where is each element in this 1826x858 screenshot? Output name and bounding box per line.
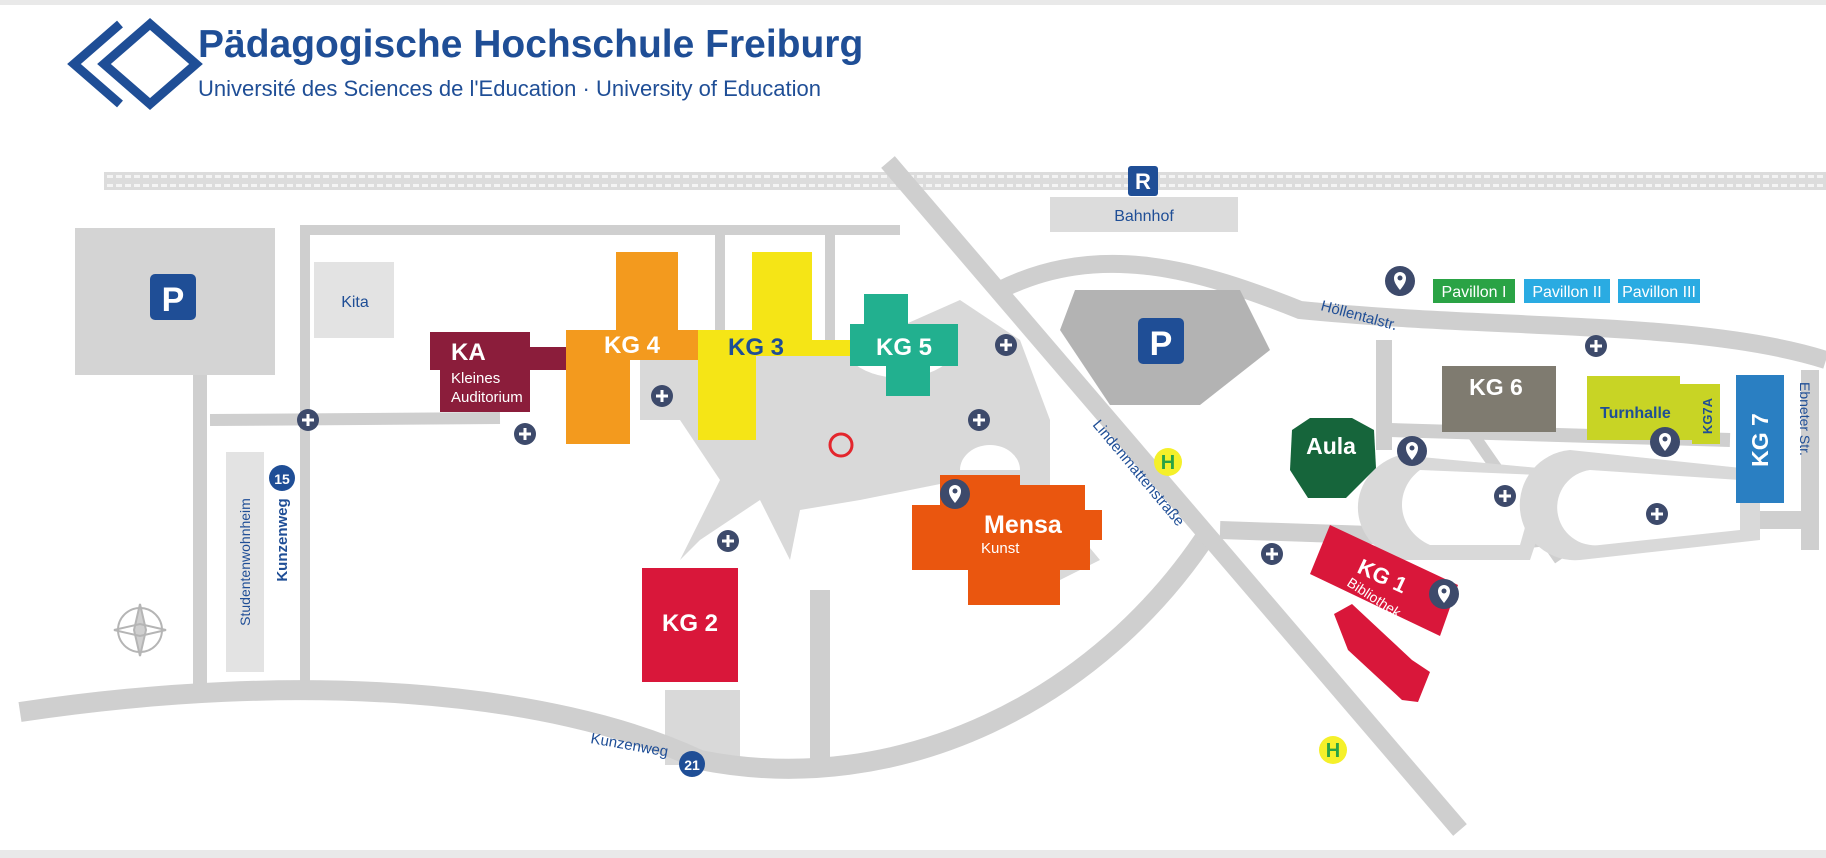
kunzenweg-street-label: Kunzenweg xyxy=(274,498,291,581)
first-aid-icon xyxy=(1494,485,1516,507)
parking-icon xyxy=(150,274,196,320)
building-mensa-label: Mensa xyxy=(984,511,1063,539)
plaza-garden-2 xyxy=(960,445,1020,470)
page-subtitle: Université des Sciences de l'Education ·… xyxy=(198,76,821,101)
building-kg6-label: KG 6 xyxy=(1469,374,1523,400)
first-aid-icon xyxy=(651,385,673,407)
house-number-badge xyxy=(269,465,295,491)
building-kg5-label: KG 5 xyxy=(876,334,932,361)
building-kg3-label: KG 3 xyxy=(728,334,784,361)
building-ka-code: KA xyxy=(451,339,486,366)
east-garden xyxy=(1401,470,1540,545)
rail-station-icon xyxy=(1128,166,1158,196)
building-turnhalle[interactable] xyxy=(1587,376,1720,444)
compass-icon xyxy=(113,603,167,657)
building-ka-line1: Kleines xyxy=(451,370,500,387)
house-number-badge xyxy=(679,751,705,777)
building-aula[interactable] xyxy=(1290,418,1376,498)
first-aid-icon xyxy=(1646,503,1668,525)
pavillon-1[interactable] xyxy=(1433,279,1515,303)
studentenwohnheim-building xyxy=(226,452,264,672)
kita-label: Kita xyxy=(341,294,369,311)
building-ka-line2: Auditorium xyxy=(451,389,523,406)
parking-icon xyxy=(1138,318,1184,364)
building-kg3[interactable] xyxy=(698,252,860,440)
pavillon-2-label: Pavillon II xyxy=(1532,284,1601,301)
building-kg2-label: KG 2 xyxy=(662,610,718,637)
first-aid-markers xyxy=(297,334,1668,565)
page-title: Pädagogische Hochschule Freiburg xyxy=(198,23,863,66)
building-ka[interactable] xyxy=(430,332,570,412)
building-kg4-label: KG 4 xyxy=(604,332,661,359)
bahnhof-label: Bahnhof xyxy=(1114,208,1174,225)
building-kg7a-label: KG7A xyxy=(1700,397,1715,434)
building-kg1-annex[interactable] xyxy=(1334,604,1430,702)
kita-building xyxy=(314,262,394,338)
location-pins xyxy=(940,266,1680,609)
logo xyxy=(67,18,203,110)
railway xyxy=(104,172,1826,190)
building-kg7[interactable] xyxy=(1736,375,1784,503)
ebneter-str-label: Ebneter Str. xyxy=(1797,382,1813,456)
building-kg4[interactable] xyxy=(566,252,700,444)
building-turnhalle-label: Turnhalle xyxy=(1600,405,1671,422)
first-aid-icon xyxy=(968,409,990,431)
parking-label-east: P xyxy=(1150,325,1173,363)
pavillon-1-label: Pavillon I xyxy=(1442,284,1507,301)
building-aula-label: Aula xyxy=(1306,433,1356,459)
location-pin-icon xyxy=(1650,427,1680,457)
first-aid-icon xyxy=(1261,543,1283,565)
first-aid-icon xyxy=(717,530,739,552)
building-kg2[interactable] xyxy=(642,568,738,682)
bus-stop-icon xyxy=(1319,736,1347,764)
location-pin-icon xyxy=(1397,436,1427,466)
studentenwohnheim-label: Studentenwohnheim xyxy=(237,498,253,626)
location-pin-icon xyxy=(940,479,970,509)
pavillon-2[interactable] xyxy=(1524,279,1610,303)
pavillon-3[interactable] xyxy=(1618,279,1700,303)
first-aid-icon xyxy=(297,409,319,431)
bus-stop-label: H xyxy=(1326,740,1340,762)
house-number-15: 15 xyxy=(274,471,290,487)
bahnhof-building xyxy=(1050,197,1238,232)
first-aid-icon xyxy=(1585,335,1607,357)
location-pin-icon xyxy=(1429,579,1459,609)
first-aid-icon xyxy=(995,334,1017,356)
building-kg6[interactable] xyxy=(1442,366,1556,432)
bus-stop-label: H xyxy=(1161,452,1175,474)
first-aid-icon xyxy=(514,423,536,445)
meeting-point-icon xyxy=(828,432,854,458)
location-pin-icon xyxy=(1385,266,1415,296)
pavillon-3-label: Pavillon III xyxy=(1622,284,1696,301)
parking-label-west: P xyxy=(162,281,185,319)
bus-stop-icon xyxy=(1154,448,1182,476)
house-number-21: 21 xyxy=(684,757,700,773)
building-kg7-label: KG 7 xyxy=(1747,413,1773,467)
rail-station-label: R xyxy=(1135,169,1151,194)
building-mensa-sub: Kunst xyxy=(981,540,1020,557)
building-kg1[interactable] xyxy=(1310,525,1458,636)
building-kg5[interactable] xyxy=(850,294,958,396)
